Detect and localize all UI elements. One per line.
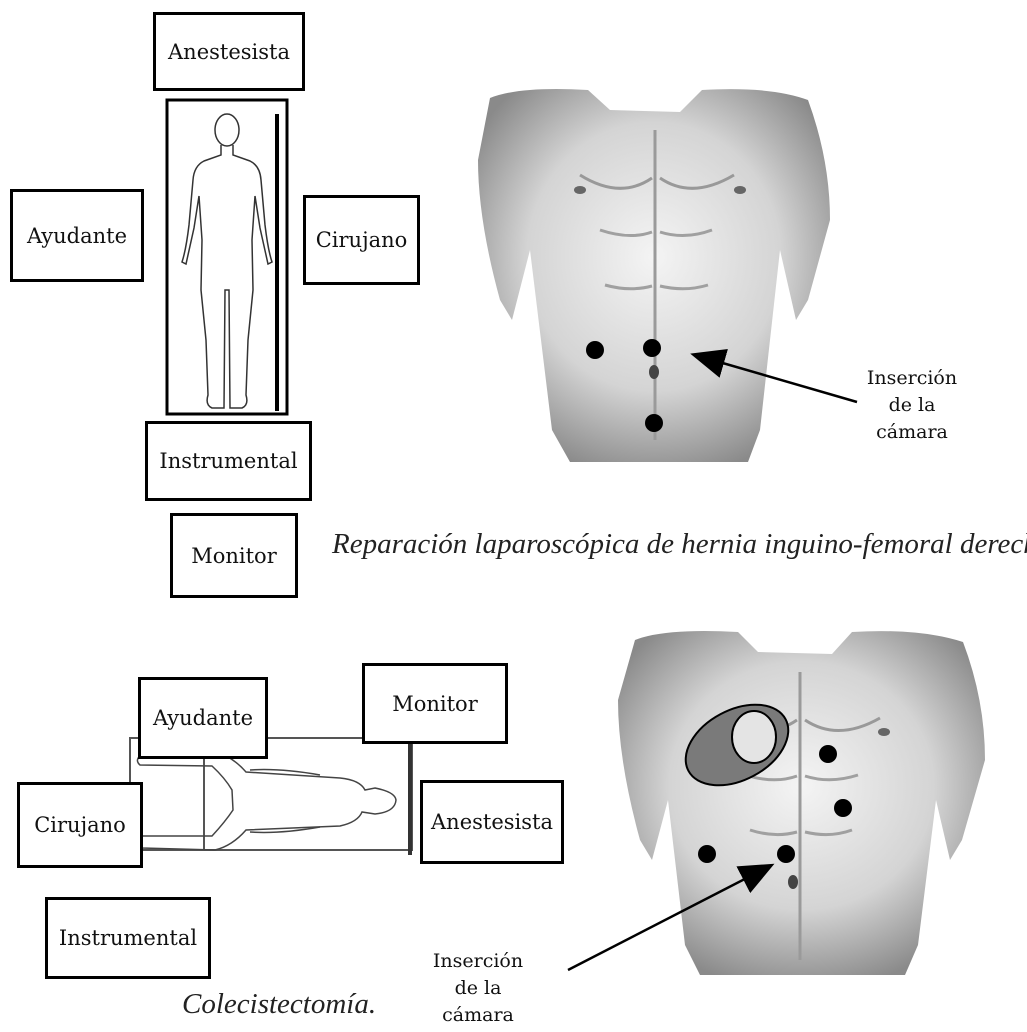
role-label: Instrumental [59, 926, 197, 950]
caption-cholecystectomy: Colecistectomía. [182, 988, 376, 1021]
note-line: Inserción [428, 948, 528, 975]
role-label: Anestesista [431, 810, 553, 834]
gallbladder-outline [732, 711, 776, 763]
operating-table-top [167, 100, 287, 414]
role-box-surgeon: Cirujano [17, 782, 143, 868]
note-line: cámara [428, 1002, 528, 1029]
note-line: de la [428, 975, 528, 1002]
port-marker [643, 339, 661, 357]
port-marker [777, 845, 795, 863]
role-box-instrumental: Instrumental [45, 897, 211, 979]
role-label: Ayudante [153, 706, 253, 730]
note-line: de la [862, 392, 962, 419]
role-box-monitor: Monitor [362, 663, 508, 744]
port-marker [819, 745, 837, 763]
torso-image-bottom [618, 631, 985, 975]
role-label: Cirujano [34, 813, 126, 837]
camera-insertion-note-bottom: Inserción de la cámara [428, 948, 528, 1029]
role-label: Monitor [392, 692, 478, 716]
torso-image-top [478, 89, 830, 462]
port-marker [645, 414, 663, 432]
role-box-anesthetist: Anestesista [420, 780, 564, 864]
note-line: cámara [862, 419, 962, 446]
port-marker [586, 341, 604, 359]
camera-insertion-note-top: Inserción de la cámara [862, 365, 962, 446]
port-marker [698, 845, 716, 863]
port-marker [834, 799, 852, 817]
note-line: Inserción [862, 365, 962, 392]
role-box-assistant: Ayudante [138, 677, 268, 759]
caption-hernia-repair: Reparación laparoscópica de hernia ingui… [332, 528, 1027, 561]
